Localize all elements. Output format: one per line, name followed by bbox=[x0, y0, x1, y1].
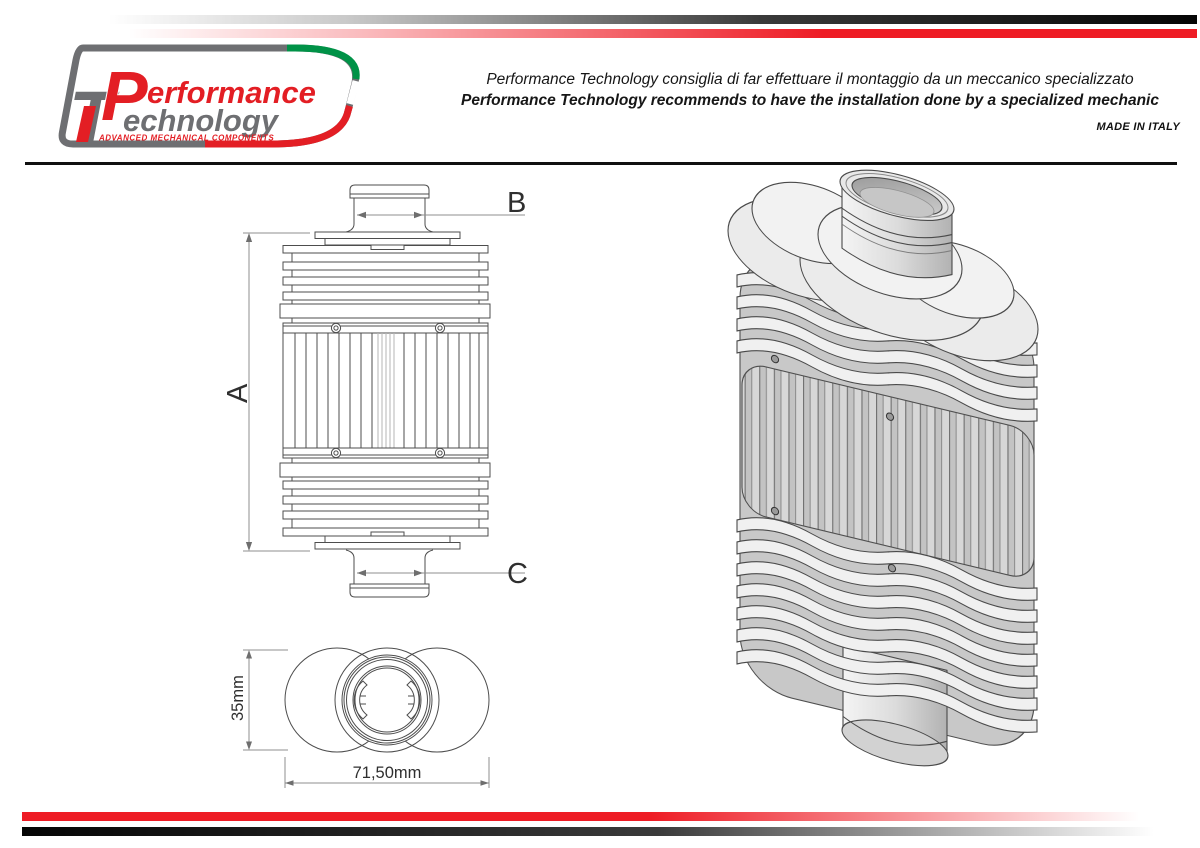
logo-border-red-segment bbox=[205, 104, 353, 148]
dimension-b-label: B bbox=[507, 187, 526, 219]
dimension-b: B bbox=[357, 187, 526, 219]
front-bottom-port bbox=[345, 549, 434, 598]
iso-rib-section bbox=[741, 365, 1035, 577]
notice-italian: Performance Technology consiglia di far … bbox=[486, 71, 1134, 88]
top-red-stripe bbox=[128, 29, 1197, 38]
dimension-width-label: 71,50mm bbox=[353, 764, 422, 782]
top-view-port-rings bbox=[341, 654, 433, 746]
made-in-italy-label: MADE IN ITALY bbox=[1096, 121, 1180, 133]
front-top-flange-2 bbox=[324, 238, 451, 246]
iso-port-bore-floor bbox=[859, 187, 935, 218]
dimension-width: 71,50mm bbox=[284, 757, 490, 788]
front-bottom-flange-1 bbox=[314, 542, 461, 550]
logo-svg: T P erformance echnology ADVANCED MECHAN… bbox=[58, 44, 360, 159]
dimension-height-label: 35mm bbox=[229, 675, 247, 721]
top-view-middle-lobe bbox=[334, 647, 440, 753]
front-bottom-flange-2 bbox=[324, 535, 451, 543]
dimension-a: A bbox=[222, 232, 310, 552]
bottom-red-stripe bbox=[22, 812, 1162, 821]
front-rib-section bbox=[282, 332, 489, 449]
front-bottom-fins bbox=[279, 457, 491, 537]
iso-top-port bbox=[839, 169, 955, 279]
logo-monogram-red-stem bbox=[76, 106, 96, 142]
logo-border-white-segment bbox=[346, 80, 360, 105]
front-screws-upper bbox=[330, 322, 446, 334]
logo-border-green-segment bbox=[287, 44, 360, 80]
top-black-stripe bbox=[108, 15, 1197, 24]
performance-technology-logo: T P erformance echnology ADVANCED MECHAN… bbox=[57, 43, 373, 159]
logo-word-technology: echnology bbox=[123, 103, 280, 138]
bottom-black-stripe bbox=[22, 827, 1177, 836]
dimension-height: 35mm bbox=[229, 649, 288, 751]
dimension-c: C bbox=[357, 558, 528, 590]
front-view-drawing: A B C bbox=[222, 184, 528, 598]
top-view-inner-slots bbox=[353, 680, 421, 720]
front-top-port bbox=[345, 184, 434, 233]
front-top-flange-1 bbox=[314, 231, 461, 239]
isometric-view bbox=[727, 169, 1039, 767]
logo-tagline: ADVANCED MECHANICAL COMPONENTS bbox=[98, 134, 274, 143]
dimension-a-label: A bbox=[222, 383, 254, 403]
header-separator-rule bbox=[25, 162, 1177, 165]
logo-word-performance: erformance bbox=[147, 75, 316, 110]
notice-english: Performance Technology recommends to hav… bbox=[461, 92, 1159, 109]
front-top-fins bbox=[279, 245, 491, 334]
iso-screws bbox=[770, 354, 897, 573]
front-screws-lower bbox=[282, 447, 489, 459]
logo-monogram-p: P bbox=[101, 57, 148, 135]
top-view-drawing: 35mm 71,50mm bbox=[229, 647, 490, 788]
dimension-c-label: C bbox=[507, 558, 528, 590]
header-notices: Performance Technology consiglia di far … bbox=[430, 70, 1190, 110]
logo-monogram-t: T bbox=[69, 76, 120, 149]
